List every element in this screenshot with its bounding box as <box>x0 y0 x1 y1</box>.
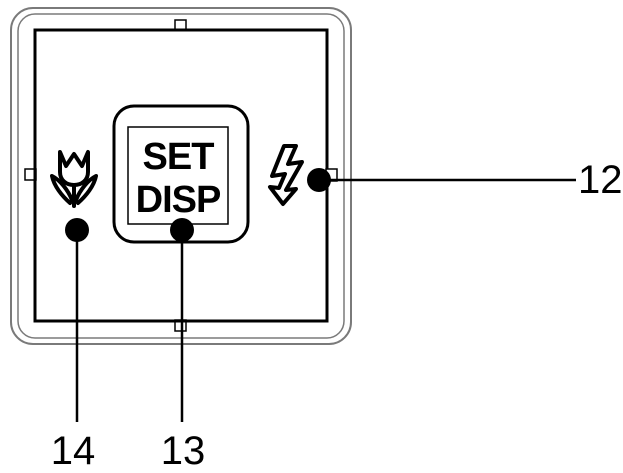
macro-flower-icon <box>50 150 98 208</box>
flash-lightning-icon <box>268 144 304 206</box>
callout-number-flash: 12 <box>578 158 623 202</box>
callout-number-set-disp: 13 <box>161 429 206 473</box>
disp-label: DISP <box>136 179 221 221</box>
set-disp-button-face <box>127 126 229 225</box>
callout-number-macro: 14 <box>51 429 96 473</box>
set-label: SET <box>143 136 215 178</box>
